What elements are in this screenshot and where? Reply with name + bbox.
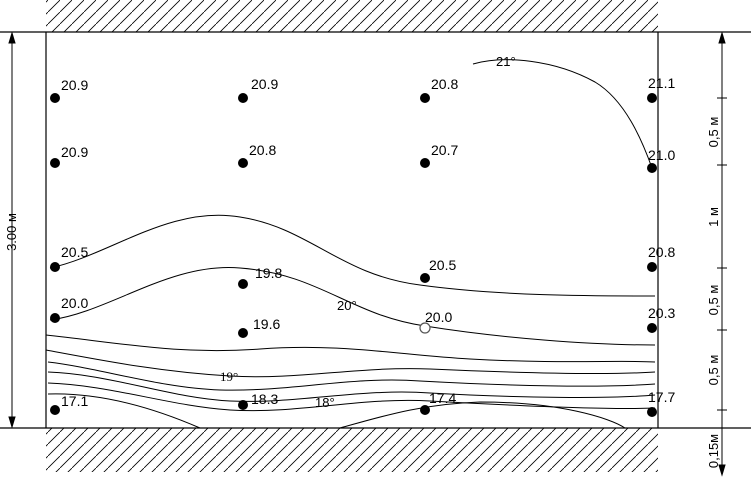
measurement-dot: [50, 93, 60, 103]
measurement-label: 18.3: [251, 391, 278, 407]
dim-label-floor-gap: 0,15м: [706, 434, 721, 468]
measurement-label: 20.5: [429, 257, 456, 273]
measurement-dot: [50, 313, 60, 323]
measurement-dot: [420, 405, 430, 415]
isotherm-21: [472, 59, 653, 169]
isotherm-19: [47, 361, 656, 391]
measurement-dot: [647, 93, 657, 103]
measurement-dot: [50, 158, 60, 168]
dim-label-1m: 1 м: [706, 207, 721, 227]
isotherm-label-21: 21°: [496, 54, 516, 69]
measurement-dot: [238, 93, 248, 103]
measurement-dot: [420, 158, 430, 168]
measurement-label: 20.8: [648, 244, 675, 260]
measurement-label: 19.8: [255, 265, 282, 281]
measurement-label: 20.7: [431, 142, 458, 158]
measurement-dot: [419, 322, 431, 334]
measurement-label: 17.1: [61, 393, 88, 409]
isotherm-curves: [45, 59, 656, 429]
measurement-label: 21.0: [648, 147, 675, 163]
ceiling-slab: [46, 0, 658, 32]
isotherm-b: [45, 349, 656, 378]
measurement-dot: [420, 93, 430, 103]
isotherm-upper: [49, 214, 656, 297]
height-label: 3.00 м: [4, 213, 19, 251]
room-outline: [0, 31, 751, 429]
measurement-points: 20.9 20.9 20.8 21.1 20.9 20.8 20.7 21.0 20.5 19.8…: [50, 75, 675, 417]
measurement-label: 20.8: [249, 142, 276, 158]
measurement-label: 17.7: [648, 389, 675, 405]
isotherm-c: [47, 371, 656, 402]
measurement-dot: [647, 323, 657, 333]
measurement-label: 20.5: [61, 244, 88, 260]
isotherm-label-18: 18°: [315, 395, 335, 410]
right-dimension-line: [717, 31, 727, 477]
measurement-dot: [647, 262, 657, 272]
measurement-label: 20.3: [648, 305, 675, 321]
measurement-label: 20.0: [425, 309, 452, 325]
isotherm-e: [47, 393, 201, 429]
dim-label-low: 0,5 м: [706, 355, 721, 386]
measurement-dot: [238, 400, 248, 410]
measurement-label: 21.1: [648, 75, 675, 91]
measurement-dot: [238, 158, 248, 168]
isotherm-18: [339, 401, 626, 429]
measurement-dot: [50, 262, 60, 272]
isotherm-label-19: 19°: [220, 369, 238, 384]
isotherm-20: [49, 267, 656, 346]
measurement-label: 20.0: [61, 295, 88, 311]
measurement-dot: [420, 273, 430, 283]
measurement-label: 20.9: [61, 144, 88, 160]
isotherm-label-20: 20°: [337, 298, 357, 313]
dim-label-top: 0,5 м: [706, 117, 721, 148]
measurement-dot: [238, 279, 248, 289]
isotherm-a: [45, 334, 656, 363]
floor-slab: [46, 428, 658, 472]
measurement-dot: [647, 163, 657, 173]
measurement-label: 17.4: [429, 390, 456, 406]
measurement-label: 20.9: [251, 76, 278, 92]
isotherm-d: [47, 382, 656, 412]
measurement-dot: [50, 405, 60, 415]
measurement-label: 20.9: [61, 77, 88, 93]
measurement-label: 19.6: [253, 316, 280, 332]
measurement-label: 20.8: [431, 76, 458, 92]
dim-label-mid: 0,5 м: [706, 285, 721, 316]
measurement-dot: [238, 328, 248, 338]
measurement-dot: [647, 407, 657, 417]
height-dimension-line: [8, 31, 16, 429]
